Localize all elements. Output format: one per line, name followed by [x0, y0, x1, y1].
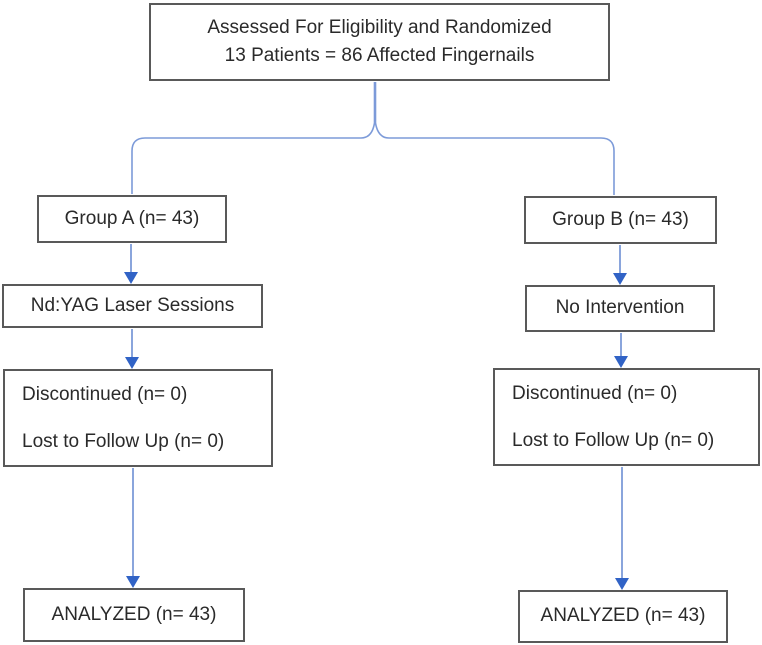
arrowhead-followup-b-to-analyzed [615, 578, 629, 590]
intervention-a-label: Nd:YAG Laser Sessions [30, 294, 235, 316]
arrowhead-group-b-to-intervention [613, 273, 627, 285]
followup-a-box: Discontinued (n= 0) Lost to Follow Up (n… [3, 369, 273, 467]
arrowhead-group-a-to-intervention [124, 272, 138, 284]
followup-a-discontinued: Discontinued (n= 0) [22, 384, 188, 405]
group-b-box: Group B (n= 43) [524, 196, 717, 244]
arrowhead-intervention-b-to-followup [614, 356, 628, 368]
followup-a-lost: Lost to Follow Up (n= 0) [22, 431, 225, 452]
intervention-a-box: Nd:YAG Laser Sessions [2, 284, 263, 328]
eligibility-box: Assessed For Eligibility and Randomized … [149, 3, 610, 81]
eligibility-line-2: 13 Patients = 86 Affected Fingernails [224, 45, 535, 66]
analyzed-b-label: ANALYZED (n= 43) [540, 605, 706, 627]
group-a-box: Group A (n= 43) [37, 195, 227, 243]
group-b-label: Group B (n= 43) [552, 208, 689, 230]
eligibility-line-1: Assessed For Eligibility and Randomized [207, 16, 552, 38]
arrowhead-followup-a-to-analyzed [126, 576, 140, 588]
split-brace-left-connector [131, 82, 376, 194]
analyzed-a-box: ANALYZED (n= 43) [23, 588, 245, 642]
group-a-label: Group A (n= 43) [64, 207, 200, 229]
followup-b-discontinued: Discontinued (n= 0) [512, 383, 678, 404]
intervention-b-box: No Intervention [525, 285, 715, 332]
arrowhead-intervention-a-to-followup [125, 357, 139, 369]
analyzed-a-label: ANALYZED (n= 43) [51, 603, 217, 625]
intervention-b-label: No Intervention [555, 297, 685, 319]
split-brace-right-connector [374, 82, 615, 195]
followup-b-lost: Lost to Follow Up (n= 0) [512, 430, 715, 451]
analyzed-b-box: ANALYZED (n= 43) [518, 590, 728, 643]
followup-b-box: Discontinued (n= 0) Lost to Follow Up (n… [493, 368, 760, 466]
